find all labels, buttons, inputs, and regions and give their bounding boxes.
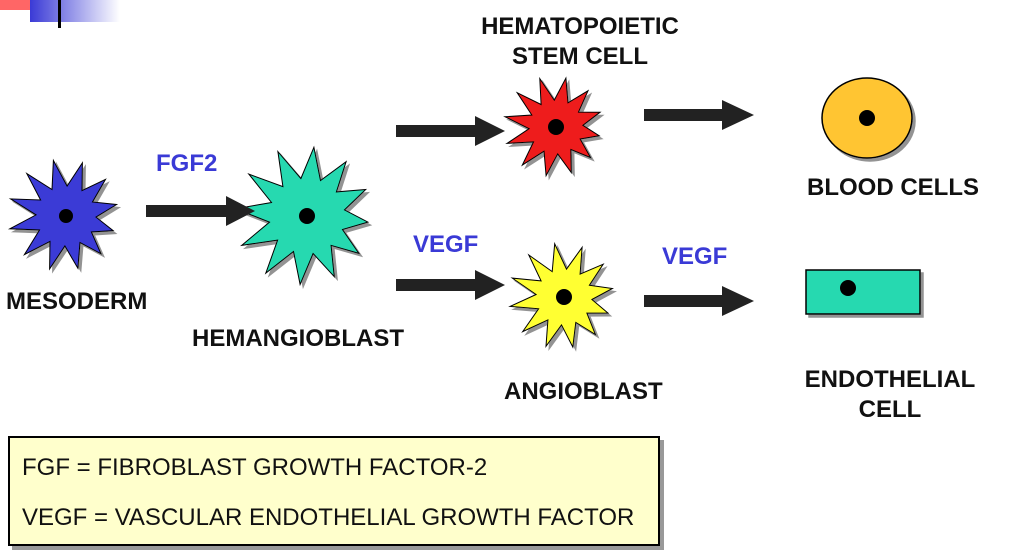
gradient-bar [30,0,120,22]
hemangioblast-label: HEMANGIOBLAST [192,325,404,352]
endothelial-nucleus [840,280,856,296]
arrow-hemangioblast-to-hsc [396,116,505,146]
hematopoietic-label-line2: STEM CELL [512,43,648,70]
angioblast-label: ANGIOBLAST [504,378,663,405]
endothelial-cell [805,269,921,315]
accent-line [58,0,61,28]
red-accent [0,0,30,10]
hemangioblast-nucleus [299,208,315,224]
arrow-mesoderm-to-hemangioblast [146,196,255,226]
legend-line-fgf: FGF = FIBROBLAST GROWTH FACTOR-2 [22,454,488,481]
hematopoietic-label-line1: HEMATOPOIETIC [481,13,679,40]
arrow-angioblast-to-endothelial [644,286,754,316]
vegf-label-2: VEGF [662,243,728,270]
endothelial-label-line2: CELL [858,396,922,423]
angioblast-nucleus [556,289,572,305]
mesoderm-label: MESODERM [6,288,148,315]
hematopoietic-nucleus [548,119,564,135]
legend-box: FGF = FIBROBLAST GROWTH FACTOR-2 VEGF = … [8,436,660,546]
mesoderm-nucleus [59,209,73,223]
arrow-hsc-to-blood [644,100,754,130]
fgf2-label: FGF2 [156,150,218,177]
endothelial-label-line1: ENDOTHELIAL [804,366,976,393]
arrow-hemangioblast-to-angioblast [396,270,505,300]
blood-cells-label: BLOOD CELLS [807,174,979,201]
vegf-label-1: VEGF [413,231,479,258]
legend-line-vegf: VEGF = VASCULAR ENDOTHELIAL GROWTH FACTO… [22,504,635,531]
blood-nucleus [859,110,875,126]
corner-decoration [0,0,120,28]
